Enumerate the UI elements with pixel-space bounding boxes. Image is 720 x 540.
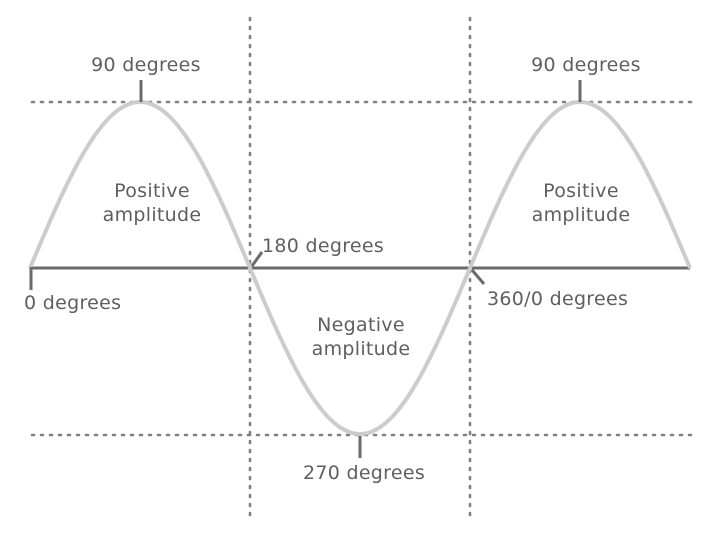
negative-line1: Negative bbox=[317, 314, 405, 336]
positive-right-line2: amplitude bbox=[532, 204, 631, 226]
negative-line2: amplitude bbox=[312, 338, 411, 360]
label-270: 270 degrees bbox=[303, 462, 425, 484]
label-180: 180 degrees bbox=[262, 235, 384, 257]
positive-left-line2: amplitude bbox=[103, 204, 202, 226]
positive-left-line1: Positive bbox=[114, 180, 190, 202]
tick-360 bbox=[470, 269, 486, 285]
tick-180 bbox=[250, 251, 264, 267]
label-0: 0 degrees bbox=[24, 292, 121, 314]
positive-right-line1: Positive bbox=[543, 180, 619, 202]
label-360: 360/0 degrees bbox=[487, 288, 628, 310]
label-90-right: 90 degrees bbox=[531, 54, 641, 76]
label-90-left: 90 degrees bbox=[91, 54, 201, 76]
